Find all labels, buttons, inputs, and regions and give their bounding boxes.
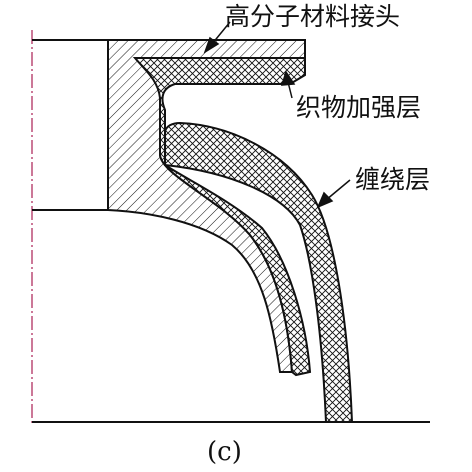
- winding-layer-label: 缠绕层: [355, 165, 430, 194]
- joint-label: 高分子材料接头: [225, 2, 400, 31]
- joint-leader: [203, 21, 231, 54]
- fabric-reinforcement-layer: [132, 57, 312, 377]
- fabric-leader: [280, 70, 296, 99]
- winding-layer: [164, 121, 354, 423]
- figure-caption: (c): [207, 437, 242, 467]
- fabric-layer-label: 织物加强层: [296, 93, 421, 122]
- polymer-joint: [107, 39, 306, 373]
- winding-leader: [316, 179, 351, 209]
